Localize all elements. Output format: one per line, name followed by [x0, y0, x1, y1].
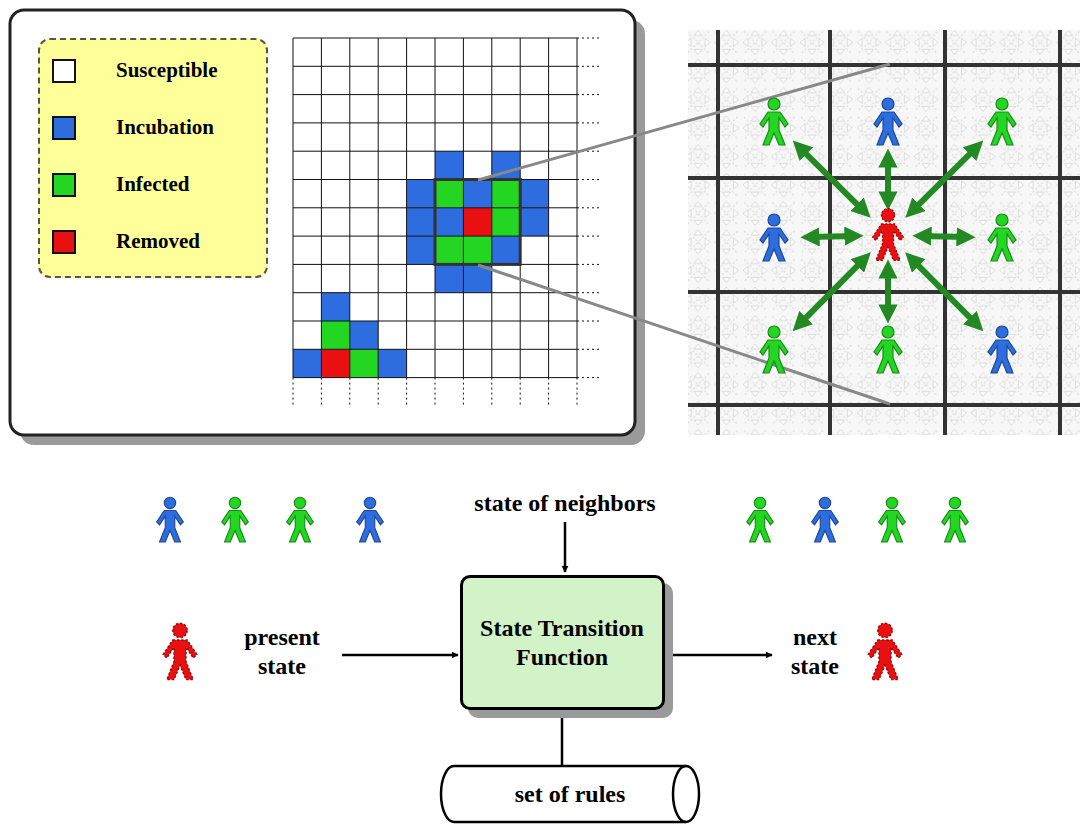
legend-box: SusceptibleIncubationInfectedRemoved [38, 38, 268, 278]
flow-label: present state [244, 623, 320, 681]
node-text: set of rules [515, 780, 626, 809]
legend-swatch [52, 116, 76, 140]
cell-grid [293, 38, 601, 406]
legend-label: Incubation [116, 115, 214, 140]
zoom-panel [688, 30, 1080, 435]
grid-panel [10, 10, 635, 435]
rules-cylinder: set of rules [440, 765, 700, 823]
legend-swatch [52, 59, 76, 83]
zoom-leader [478, 64, 890, 180]
flow-arrow [667, 654, 772, 657]
flow-arrow [342, 654, 458, 657]
legend-item: Infected [52, 172, 189, 197]
zoom-leader [478, 265, 890, 404]
legend-label: Removed [116, 229, 200, 254]
legend-item: Removed [52, 229, 200, 254]
legend-item: Incubation [52, 115, 214, 140]
node-text: State Transition Function [480, 614, 645, 672]
zoom-grid-lines [688, 30, 1080, 435]
legend-swatch [52, 173, 76, 197]
legend-item: Susceptible [52, 58, 218, 83]
legend-label: Susceptible [116, 58, 218, 83]
legend-label: Infected [116, 172, 189, 197]
flow-label: next state [791, 623, 839, 681]
flow-arrow [561, 711, 564, 765]
contact-arrows [799, 147, 976, 324]
flow-arrow [564, 522, 567, 572]
flow-label: state of neighbors [474, 489, 655, 518]
process-box: State Transition Function [460, 575, 665, 710]
legend-swatch [52, 230, 76, 254]
